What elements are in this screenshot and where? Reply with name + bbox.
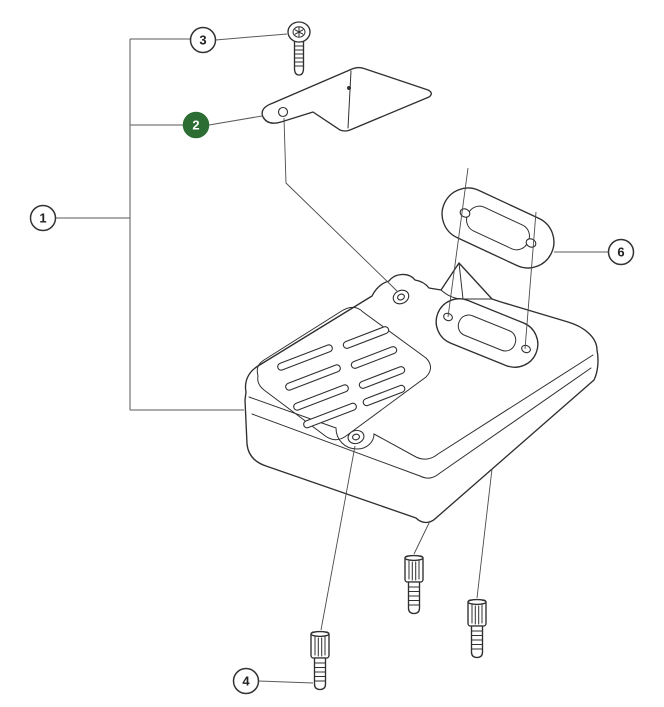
bolt-left bbox=[310, 630, 330, 691]
muffler-silhouette bbox=[244, 262, 599, 524]
gasket-axis-left bbox=[447, 167, 469, 318]
bolt-middle-axis bbox=[413, 520, 431, 555]
callout-number: 4 bbox=[242, 674, 250, 689]
callout-number: 1 bbox=[39, 211, 46, 226]
port-bolt-hole-right bbox=[521, 344, 531, 354]
plate-to-muffler-axis bbox=[283, 117, 398, 292]
screw-drawing bbox=[287, 21, 311, 76]
bolt-left-axis bbox=[320, 445, 356, 631]
louver-slot bbox=[277, 344, 333, 371]
louver-slot bbox=[303, 402, 357, 429]
callout-circle[interactable] bbox=[232, 667, 260, 695]
callout-2-badge[interactable]: 2 bbox=[182, 111, 210, 139]
leader-bolt bbox=[258, 680, 314, 684]
screw-threads bbox=[294, 45, 304, 67]
port-boss-outline bbox=[435, 298, 539, 368]
gasket-outline bbox=[441, 187, 555, 269]
leader-screw bbox=[215, 33, 288, 41]
cooling-plate-rivet bbox=[347, 86, 351, 90]
mount-hole-bottom-inner bbox=[351, 433, 361, 441]
mount-hole-top-inner bbox=[397, 293, 405, 301]
louver-slot bbox=[293, 384, 349, 411]
louver-panel bbox=[256, 307, 431, 441]
gasket-drawing bbox=[441, 187, 555, 269]
callout-number: 2 bbox=[192, 118, 199, 133]
callout-number: 3 bbox=[199, 33, 206, 48]
cooling-plate-fold-line bbox=[347, 70, 352, 129]
callout-number: 6 bbox=[617, 245, 624, 260]
callout-circle[interactable] bbox=[29, 204, 57, 232]
bolt-right-axis bbox=[476, 468, 493, 599]
muffler-seam-line bbox=[251, 367, 592, 479]
callout-4-badge[interactable]: 4 bbox=[232, 667, 260, 695]
louver-slot bbox=[362, 384, 406, 407]
muffler-body-drawing bbox=[244, 262, 599, 524]
callout-1-badge[interactable]: 1 bbox=[29, 204, 57, 232]
exhaust-port-boss bbox=[435, 298, 539, 368]
leader-plate bbox=[208, 115, 263, 126]
callout-3-badge[interactable]: 3 bbox=[189, 26, 217, 54]
deflector-edge bbox=[458, 262, 464, 300]
cooling-plate-outline bbox=[261, 66, 432, 132]
callout-6-badge[interactable]: 6 bbox=[607, 238, 635, 266]
screw-recess bbox=[292, 26, 306, 38]
louver-slot bbox=[342, 326, 390, 349]
cooling-plate-hole bbox=[277, 106, 289, 118]
alignment-lines bbox=[283, 117, 537, 631]
port-opening bbox=[457, 314, 517, 352]
cooling-plate-drawing bbox=[261, 66, 432, 132]
callout-circle[interactable] bbox=[189, 26, 217, 54]
screw-torx-icon bbox=[294, 27, 304, 37]
louver-slot bbox=[358, 366, 406, 389]
bolt-right bbox=[467, 598, 487, 659]
callout-circle[interactable] bbox=[607, 238, 635, 266]
callout-circle-selected[interactable] bbox=[182, 111, 210, 139]
gasket-axis-right bbox=[524, 211, 537, 350]
louver-slot bbox=[285, 364, 341, 391]
muffler-face-edge bbox=[248, 354, 594, 460]
callout-leader-lines bbox=[55, 33, 609, 684]
louver-slot bbox=[350, 346, 398, 369]
bolt-middle bbox=[404, 554, 424, 615]
